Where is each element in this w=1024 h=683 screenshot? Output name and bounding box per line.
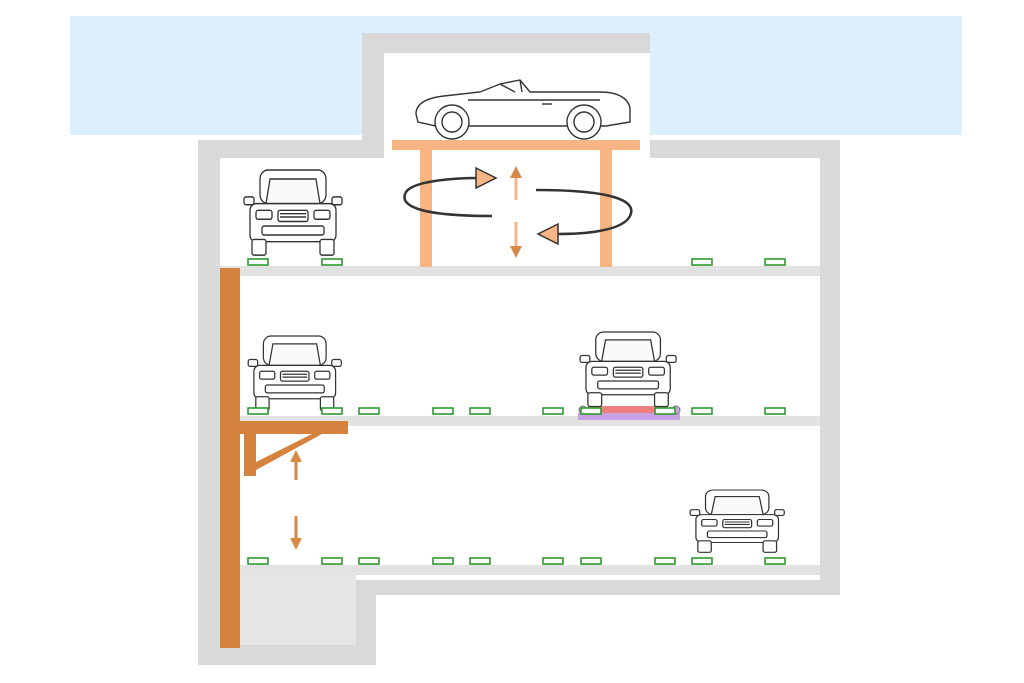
floor-slab-1 — [220, 266, 820, 276]
car-hatchback-on-shuttle — [579, 331, 677, 408]
sensor-pad — [654, 407, 676, 415]
sensor-pad — [469, 557, 491, 565]
rotation-arrowhead-icon — [475, 166, 498, 190]
building-structure — [198, 33, 840, 665]
sensor-pad — [469, 407, 491, 415]
sensor-pad — [764, 407, 786, 415]
sensor-pad — [432, 407, 454, 415]
sensor-pad — [321, 557, 343, 565]
sensor-pad — [432, 557, 454, 565]
sensor-pad — [764, 258, 786, 266]
sensor-pad — [358, 557, 380, 565]
sensor-pad — [691, 258, 713, 266]
car-hatchback-left — [247, 335, 342, 412]
sensor-pad — [691, 407, 713, 415]
sensor-pad — [247, 407, 269, 415]
sensor-pad — [580, 407, 602, 415]
sensor-pad — [321, 258, 343, 266]
sensor-pad — [654, 557, 676, 565]
car-suv — [243, 169, 343, 256]
sensor-pad — [764, 557, 786, 565]
sensor-pad — [542, 557, 564, 565]
floor-slab-2 — [220, 416, 820, 426]
sensor-pad — [321, 407, 343, 415]
rotation-arrow-icon — [403, 176, 633, 236]
floor-slab-3 — [220, 565, 820, 575]
sensor-pad — [542, 407, 564, 415]
sensor-pad — [358, 407, 380, 415]
sensor-pad — [247, 258, 269, 266]
side-lift — [220, 268, 348, 648]
car-roadster — [689, 489, 785, 553]
sensor-pad — [691, 557, 713, 565]
sensor-pad — [247, 557, 269, 565]
car-convertible — [415, 79, 631, 140]
turntable-lift — [392, 140, 640, 267]
sensor-pad — [580, 557, 602, 565]
rotation-arrowhead-icon — [536, 222, 559, 246]
